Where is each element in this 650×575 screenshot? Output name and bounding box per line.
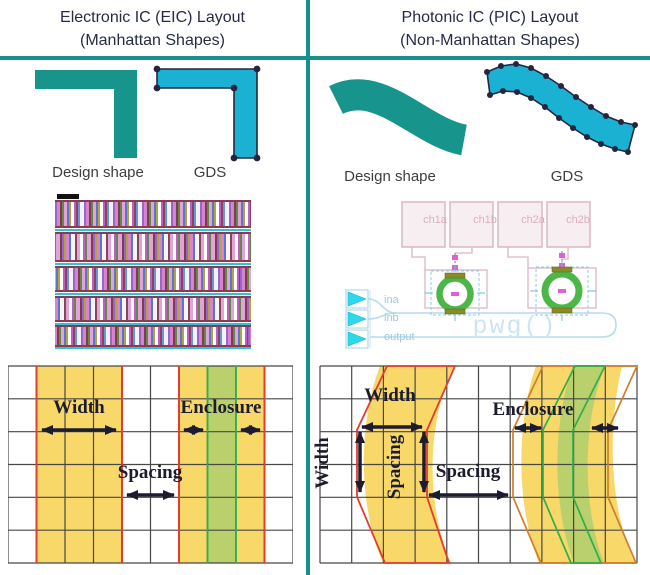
width-label: Width [53, 397, 105, 418]
routing-line [55, 229, 251, 231]
waveguides [367, 290, 617, 348]
orange-outer-polygon [512, 365, 639, 564]
routing-line [55, 263, 251, 265]
cell-row [55, 266, 251, 292]
port-label-output: output [384, 331, 415, 343]
eic-panel-title: Electronic IC (EIC) Layout (Manhattan Sh… [0, 6, 305, 52]
eic-layout-screenshot [55, 193, 251, 349]
pic-gds-shape [486, 63, 636, 153]
routing-line [55, 293, 251, 295]
vertical-divider [306, 0, 310, 575]
rule-edges [35, 366, 266, 563]
dimension-arrows [41, 425, 261, 500]
pic-gds-vertex-dots [484, 61, 638, 155]
spacing-label-vertical: Spacing [384, 434, 405, 499]
spacing-label-horizontal: Spacing [436, 461, 501, 482]
horizontal-divider [0, 56, 650, 60]
pic-panel-title: Photonic IC (PIC) Layout (Non-Manhattan … [330, 6, 650, 52]
cell-row [55, 232, 251, 262]
channel-pads [401, 201, 591, 248]
green-inner-polygon [542, 365, 607, 564]
routing-line [55, 323, 251, 325]
eic-design-shape [35, 70, 137, 158]
enclosure-label: Enclosure [493, 399, 574, 420]
width-label-vertical: Width [312, 437, 333, 489]
cell-row [55, 296, 251, 322]
channel-label-ch1a: ch1a [423, 214, 448, 226]
channel-label-ch2b: ch2b [566, 214, 590, 226]
pwg-cell-label: pwg() [472, 312, 557, 341]
eic-title-line1: Electronic IC (EIC) Layout [60, 9, 245, 26]
channel-label-ch2a: ch2a [521, 214, 546, 226]
ring-resonator-1 [425, 265, 485, 321]
pic-shapes-figure: Design shape GDS [329, 61, 638, 185]
eic-gds-shape [156, 68, 258, 159]
pic-design-shape [329, 79, 468, 156]
channel-labels: ch1a ch1b ch2a ch2b [423, 214, 590, 226]
cell-row [55, 200, 251, 228]
width-label-horizontal: Width [364, 385, 416, 406]
eic-gds-label: GDS [194, 164, 227, 181]
dimension-arrows [355, 422, 619, 500]
eic-design-shape-label: Design shape [52, 164, 144, 181]
eic-shapes-figure: Design shape GDS [35, 65, 261, 181]
pic-design-shape-label: Design shape [344, 168, 436, 185]
enclosure-label: Enclosure [181, 397, 262, 418]
pic-title-line1: Photonic IC (PIC) Layout [401, 9, 579, 26]
ring-resonator-2 [530, 261, 596, 321]
port-label-inb: inb [384, 312, 399, 324]
scale-bar [57, 194, 79, 199]
channel-label-ch1b: ch1b [473, 214, 497, 226]
cell-row [55, 325, 251, 347]
spacing-label: Spacing [118, 462, 183, 483]
eic-design-rule-grid: Width Enclosure Spacing [8, 365, 293, 564]
pic-design-rule-grid: Width Width Spacing Spacing Enclosure [312, 365, 639, 564]
port-labels: ina inb output [384, 294, 415, 343]
eic-title-line2: (Manhattan Shapes) [80, 32, 225, 50]
grating-couplers [345, 289, 369, 349]
eic-gds-vertex-dots [153, 65, 261, 162]
pic-gds-label: GDS [551, 168, 584, 185]
pic-title-line2: (Non-Manhattan Shapes) [400, 32, 580, 50]
port-label-ina: ina [384, 294, 400, 306]
routing-line [55, 347, 251, 349]
pic-layout-screenshot: ch1a ch1b ch2a ch2b pwg() [345, 201, 617, 349]
